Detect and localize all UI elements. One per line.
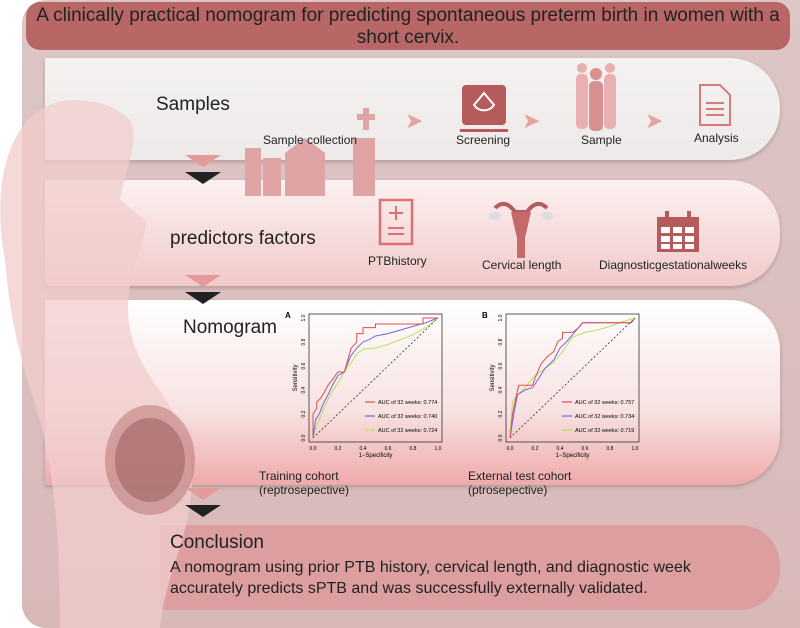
flow-chevron-icon [185, 488, 221, 500]
nomogram-heading: Nomogram [183, 317, 277, 338]
cohort-type: (ptrosepective) [468, 483, 548, 497]
x-tick-label: 0.6 [385, 446, 392, 452]
calendar-icon [657, 211, 699, 252]
legend-label: AUC of 32 weeks: 0.740 [378, 414, 437, 420]
y-tick-label: 1.0 [301, 314, 307, 321]
step-screening: Screening [456, 133, 511, 147]
x-tick-label: 0.4 [557, 446, 564, 452]
cohort-name: External test cohort [468, 469, 572, 483]
x-tick-label: 0.4 [360, 446, 367, 452]
y-axis-label: Sensitivity [490, 364, 496, 391]
roc-chart-external: B 0.00.0 0.2 0.2 0.4 0.4 0.6 0.6 0.8 0.8 1.0 1.0 1−S… [482, 311, 640, 459]
x-axis-label: 1−Specificity [359, 453, 393, 459]
plot-frame [505, 313, 640, 443]
predictor-cervical-length: Cervical length [482, 258, 562, 272]
legend-label: AUC of 32 weeks: 0.757 [575, 400, 634, 406]
predictor-ptb-history: PTBhistory [368, 254, 427, 268]
document-icon [699, 84, 731, 126]
reference-diagonal [509, 317, 636, 439]
x-tick-label: 1.0 [435, 446, 442, 452]
roc-curve [312, 317, 439, 439]
y-tick-label: 0.8 [498, 338, 504, 345]
x-tick-label: 0.2 [532, 446, 539, 452]
ultrasound-screen-icon [460, 85, 508, 132]
roc-curve [312, 317, 438, 438]
legend-label: AUC of 32 weeks: 0.719 [575, 428, 634, 434]
page-title: A clinically practical nomogram for pred… [26, 2, 790, 50]
y-tick-label: 0.2 [301, 410, 307, 417]
roc-curve [509, 317, 636, 439]
legend-label: AUC of 32 weeks: 0.774 [378, 400, 437, 406]
panel-letter: A [285, 311, 291, 320]
y-tick-label: 0.6 [301, 362, 307, 369]
y-tick-label: 0.4 [301, 386, 307, 393]
arrow-right-icon: ➤ [645, 108, 664, 133]
flow-chevron-icon [185, 292, 221, 304]
roc-curve [312, 317, 439, 439]
cohort-name: Training cohort [259, 469, 339, 483]
y-tick-label: 0.4 [498, 386, 504, 393]
conclusion-line: accurately predicts sPTB and was success… [170, 580, 648, 597]
flow-chevron-icon [185, 275, 221, 287]
conclusion-heading: Conclusion [170, 532, 264, 553]
flow-chevron-icon [185, 172, 221, 184]
step-sample: Sample [581, 133, 622, 147]
x-axis-label: 1−Specificity [556, 453, 590, 459]
flow-chevron-icon [185, 505, 221, 517]
samples-panel [45, 58, 780, 160]
x-tick-label: 1.0 [632, 446, 639, 452]
step-sample-collection: Sample collection [263, 133, 358, 147]
hospital-buildings-icon [245, 108, 375, 196]
panel-letter: B [482, 311, 488, 320]
y-tick-label: 0.2 [498, 410, 504, 417]
y-tick-label: 0.8 [301, 338, 307, 345]
conclusion-text: A nomogram using prior PTB history, cerv… [170, 557, 691, 599]
people-group-icon [576, 63, 616, 131]
predictors-heading: predictors factors [170, 228, 316, 249]
conclusion-panel [160, 525, 780, 610]
x-tick-label: 0.0 [507, 446, 514, 452]
x-tick-label: 0.8 [410, 446, 417, 452]
x-tick-label: 0.2 [335, 446, 342, 452]
y-tick-label: 0.0 [498, 434, 504, 441]
legend-label: AUC of 32 weeks: 0.724 [378, 428, 437, 434]
roc-chart-training: A 0.00.0 0.2 0.2 0.4 0.4 0.6 0.6 0.8 0.8 1.0 1.0 1−S… [285, 311, 443, 459]
y-tick-label: 0.0 [301, 434, 307, 441]
external-cohort-label: External test cohort(ptrosepective) [468, 469, 571, 497]
predictor-diagnostic-gestational-weeks: Diagnosticgestationalweeks [599, 258, 748, 272]
x-tick-label: 0.8 [607, 446, 614, 452]
conclusion-line: A nomogram using prior PTB history, cerv… [170, 559, 691, 576]
training-cohort-label: Training cohort(reptrosepective) [259, 469, 349, 497]
flow-chevron-icon [185, 155, 221, 167]
legend-label: AUC of 32 weeks: 0.734 [575, 414, 634, 420]
y-tick-label: 0.6 [498, 362, 504, 369]
arrow-right-icon: ➤ [522, 108, 541, 133]
pregnant-woman-silhouette-icon [0, 100, 195, 628]
x-tick-label: 0.0 [310, 446, 317, 452]
y-tick-label: 1.0 [498, 314, 504, 321]
medical-record-icon [378, 198, 414, 246]
uterus-icon [489, 201, 553, 258]
arrow-right-icon: ➤ [405, 108, 424, 133]
samples-heading: Samples [156, 94, 230, 115]
plot-frame [308, 313, 443, 443]
x-tick-label: 0.6 [582, 446, 589, 452]
cohort-type: (reptrosepective) [259, 483, 350, 497]
y-axis-label: Sensitivity [293, 364, 299, 391]
step-analysis: Analysis [694, 131, 739, 145]
reference-diagonal [312, 317, 439, 439]
